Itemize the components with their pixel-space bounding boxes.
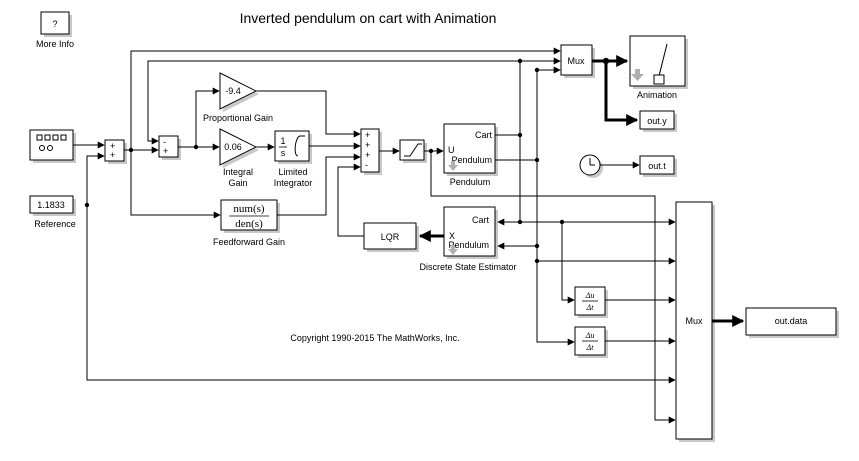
lqr-label: LQR [381,232,400,242]
integral-gain-value: 0.06 [224,142,242,152]
saturation-block[interactable] [399,139,427,163]
derivative2-num: Δu [585,331,595,340]
mux-big-label: Mux [685,316,703,326]
integral-gain-label-1: Integral [223,167,253,177]
out-y-block[interactable]: out.y [639,110,677,132]
feedforward-den: den(s) [235,218,263,230]
derivative2-den: Δt [586,343,595,352]
sum2-sign-2: + [163,146,168,156]
signal-builder-block[interactable] [29,129,76,163]
feedforward-gain-label: Feedforward Gain [213,237,285,247]
more-info-block[interactable]: ? [40,11,72,37]
mux-top-block[interactable]: Mux [560,44,595,78]
pendulum-port-cart: Cart [475,130,493,140]
sum1-sign-2: + [110,150,115,160]
derivative2-block[interactable]: Δu Δt [574,326,608,358]
pendulum-port-pendulum: Pendulum [451,155,492,165]
sum4-sign-1: + [365,130,370,140]
estimator-port-cart: Cart [472,215,490,225]
feedforward-num: num(s) [233,203,265,215]
sum1-sign-1: + [110,141,115,151]
lqr-block[interactable]: LQR [363,222,419,252]
signal-lines [73,47,745,424]
proportional-gain-label: Proportional Gain [203,113,273,123]
integrator-num: 1 [280,136,285,146]
out-data-label: out.data [775,316,808,326]
limited-integrator-block[interactable]: 1 s [274,130,312,164]
clock-icon [589,158,595,166]
pendulum-port-u: U [448,145,455,155]
more-info-label: More Info [36,39,74,49]
sum4-sign-3: + [365,150,370,160]
animation-block[interactable] [629,35,688,89]
sum4-block[interactable]: + + + - [360,128,382,175]
estimator-label: Discrete State Estimator [419,262,516,272]
integrator-label-1: Limited [278,167,307,177]
pendulum-cart-icon [631,43,668,85]
estimator-port-pendulum: Pendulum [448,240,489,250]
help-icon: ? [52,19,57,29]
sum1-block[interactable]: + + [104,139,127,164]
mask-down-arrow-icon [448,245,458,255]
saturation-icon [404,143,422,157]
sum2-block[interactable]: - + [158,135,181,160]
diagram-title: Inverted pendulum on cart with Animation [240,10,497,26]
mux-top-label: Mux [567,56,585,66]
estimator-port-x: X [449,231,455,241]
derivative1-block[interactable]: Δu Δt [574,286,608,318]
derivative1-den: Δt [586,303,595,312]
sum4-sign-2: + [365,140,370,150]
pendulum-label: Pendulum [450,177,491,187]
reference-value: 1.1833 [37,200,65,210]
animation-label: Animation [637,90,677,100]
feedforward-gain-block[interactable]: num(s) den(s) [220,199,280,233]
copyright-text: Copyright 1990-2015 The MathWorks, Inc. [290,333,459,343]
out-y-label: out.y [647,116,667,126]
integrator-den: s [281,148,286,158]
sum4-sign-4: - [365,160,368,170]
proportional-gain-value: -9.4 [225,86,241,96]
clock-block[interactable] [579,154,603,178]
out-t-block[interactable]: out.t [639,155,677,177]
reference-block[interactable]: 1.1833 [29,195,76,216]
integral-icon [294,135,305,157]
out-data-block[interactable]: out.data [745,307,839,338]
integrator-label-2: Integrator [274,178,313,188]
mask-down-arrow-icon [448,161,458,171]
out-t-label: out.t [648,161,666,171]
signal-builder-icon [36,134,67,151]
pendulum-block[interactable]: U Cart Pendulum [443,123,498,176]
integral-gain-block[interactable]: 0.06 [219,128,259,168]
estimator-block[interactable]: X Cart Pendulum [443,206,498,259]
mux-big-block[interactable]: Mux [675,201,715,442]
derivative1-num: Δu [585,291,595,300]
reference-label: Reference [34,219,76,229]
proportional-gain-block[interactable]: -9.4 [219,72,259,112]
sum2-sign-1: - [163,137,166,147]
integral-gain-label-2: Gain [228,178,247,188]
